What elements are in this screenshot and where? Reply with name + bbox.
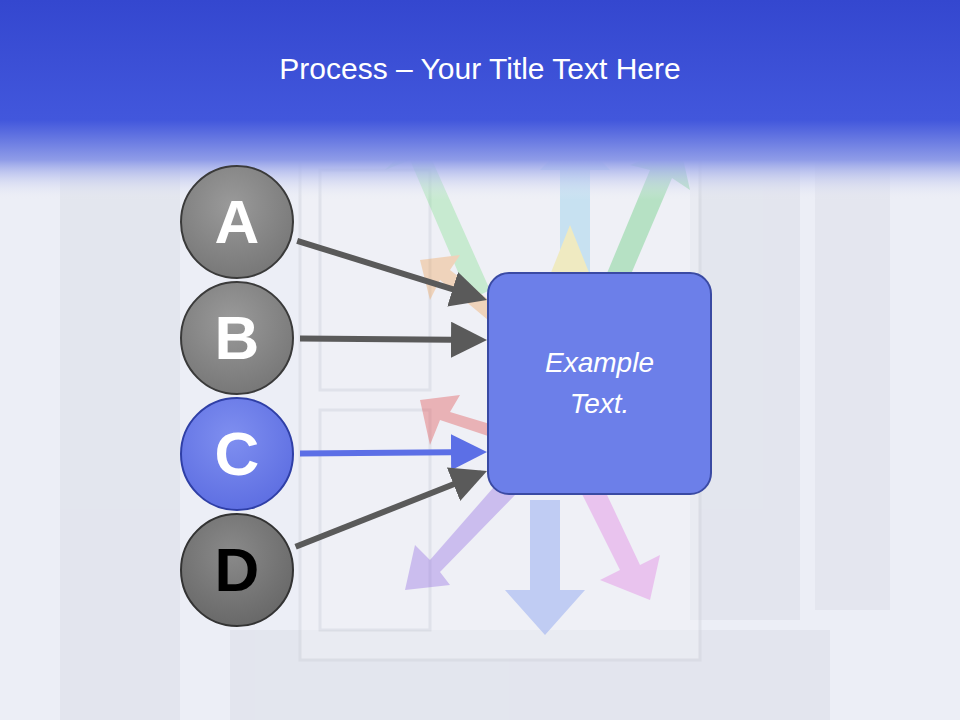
step-circle: D — [180, 513, 294, 627]
title-band — [0, 0, 960, 200]
example-box: Example Text. — [487, 272, 712, 495]
box-text: Example Text. — [527, 343, 672, 424]
flow-arrow — [297, 241, 481, 298]
slide-title: Process – Your Title Text Here — [279, 52, 680, 85]
title-holder: Process – Your Title Text Here — [0, 52, 960, 86]
word-wall — [60, 140, 890, 720]
step-letter: B — [215, 307, 260, 369]
flow-arrow — [296, 473, 482, 547]
flow-arrow — [300, 452, 481, 453]
step-circle: B — [180, 281, 294, 395]
flow-arrow — [300, 339, 481, 340]
step-circle: C — [180, 397, 294, 511]
step-letter: C — [215, 423, 260, 485]
step-circle: A — [180, 165, 294, 279]
step-letter: A — [215, 191, 260, 253]
step-letter: D — [215, 539, 260, 601]
